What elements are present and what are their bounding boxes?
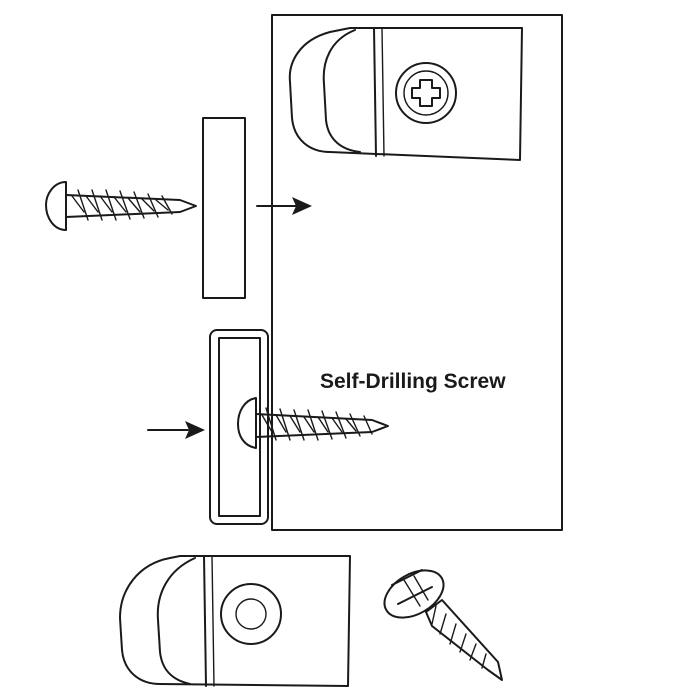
clip-loose-icon: [119, 555, 351, 687]
frame-lower: [209, 329, 269, 525]
self-drilling-screw-icon: [383, 569, 503, 681]
plate-upper: [202, 117, 246, 299]
arrow-upper-icon: [256, 197, 312, 215]
clip-mounted-icon: [288, 27, 523, 161]
screw-left-icon: [45, 181, 197, 231]
screw-frame-icon: [237, 397, 389, 449]
panel: [271, 14, 563, 531]
self-drilling-screw-label: Self-Drilling Screw: [320, 370, 506, 393]
arrow-lower-icon: [147, 421, 205, 439]
